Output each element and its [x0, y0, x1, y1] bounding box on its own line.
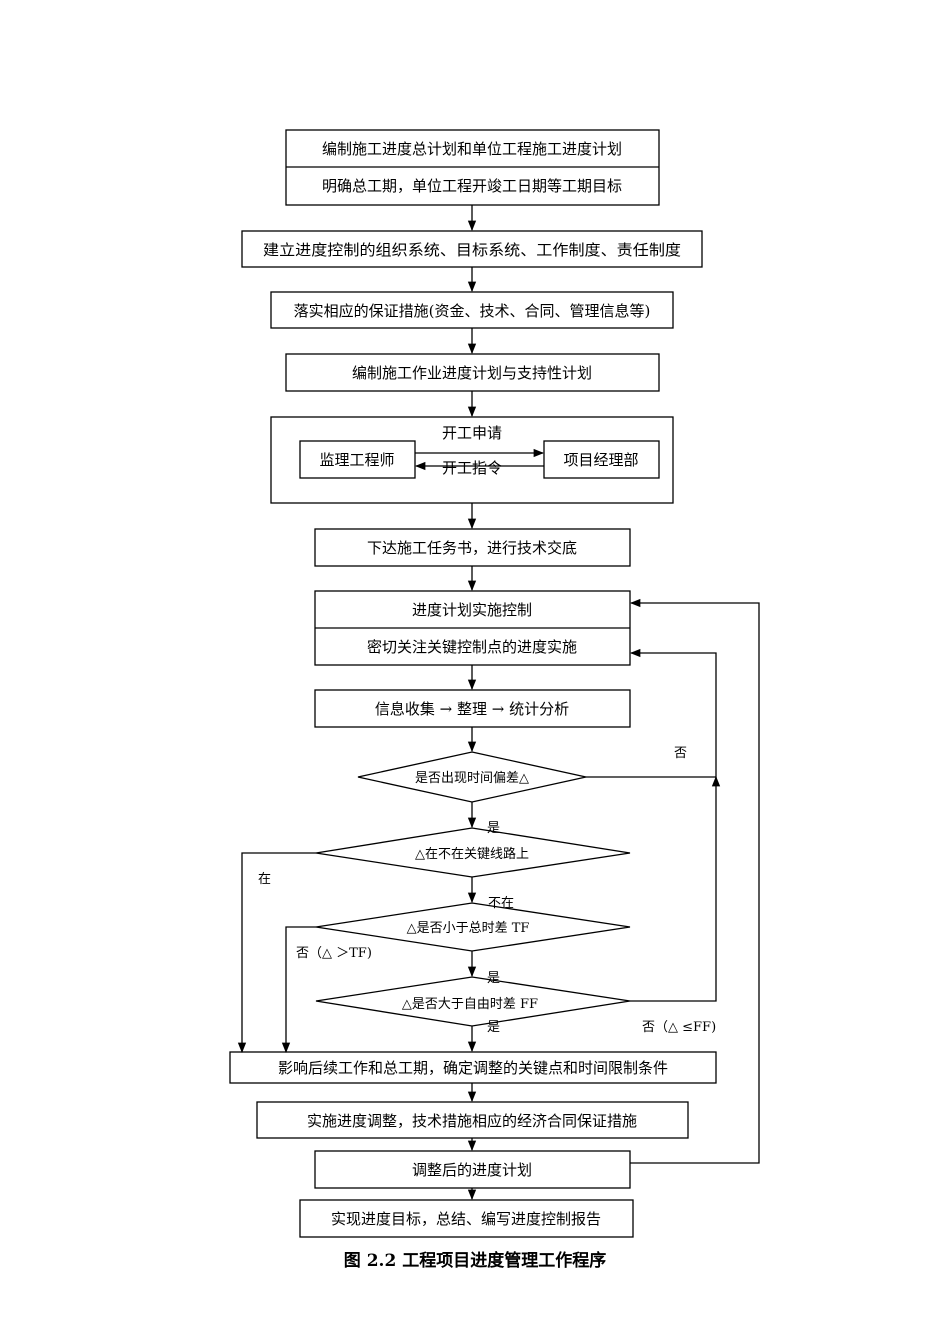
label-yes-3: 是: [487, 971, 500, 986]
box6-text: 下达施工任务书，进行技术交底: [367, 539, 577, 557]
arrow-tf-to-impact: [281, 926, 316, 1054]
box7-line2: 密切关注关键控制点的进度实施: [367, 638, 577, 656]
box10-text: 实施进度调整，技术措施相应的经济合同保证措施: [307, 1112, 637, 1130]
arrow-adjusted-back: [629, 598, 760, 1164]
label-no-ff: 否（△ ≤FF): [642, 1020, 716, 1035]
label-yes-1: 是: [487, 821, 500, 836]
box5-left-text: 监理工程师: [319, 451, 394, 469]
label-no-tf: 否（△ ＞TF): [296, 946, 372, 961]
decision4-text: △是否大于自由时差 FF: [402, 997, 538, 1012]
box5-apply-text: 开工申请: [442, 424, 502, 442]
box-supervisor: [299, 440, 416, 479]
decision2-text: △在不在关键线路上: [415, 846, 529, 862]
box3-text: 落实相应的保证措施(资金、技术、合同、管理信息等): [294, 302, 651, 320]
box9-text: 影响后续工作和总工期，确定调整的关键点和时间限制条件: [278, 1059, 668, 1077]
box12-text: 实现进度目标，总结、编写进度控制报告: [331, 1210, 601, 1228]
decision3-text: △是否小于总时差 TF: [407, 921, 530, 936]
box-project-dept: [543, 440, 660, 479]
box1-line2: 明确总工期，单位工程开竣工日期等工期目标: [322, 177, 622, 195]
label-yes-4: 是: [487, 1020, 500, 1035]
box5-order-text: 开工指令: [442, 459, 502, 477]
decision1-text: 是否出现时间偏差△: [415, 771, 529, 786]
figure-caption: 图 2.2 工程项目进度管理工作程序: [344, 1250, 606, 1271]
box8-text: 信息收集 → 整理 → 统计分析: [375, 700, 569, 718]
box4-text: 编制施工作业进度计划与支持性计划: [352, 364, 592, 382]
box7-line1: 进度计划实施控制: [412, 601, 532, 619]
label-in: 在: [258, 872, 271, 887]
arrow-critical-to-impact: [237, 852, 316, 1054]
box-final-report: [299, 1199, 634, 1238]
label-not-in: 不在: [488, 896, 514, 911]
arrow-ff-back: [630, 775, 721, 1002]
box2-text: 建立进度控制的组织系统、目标系统、工作制度、责任制度: [263, 241, 681, 259]
box1-line1: 编制施工进度总计划和单位工程施工进度计划: [322, 140, 622, 158]
label-no-1: 否: [674, 746, 687, 761]
box5-right-text: 项目经理部: [563, 451, 638, 469]
box11-text: 调整后的进度计划: [412, 1161, 532, 1179]
arrow-no-deviation-back: [586, 648, 717, 778]
